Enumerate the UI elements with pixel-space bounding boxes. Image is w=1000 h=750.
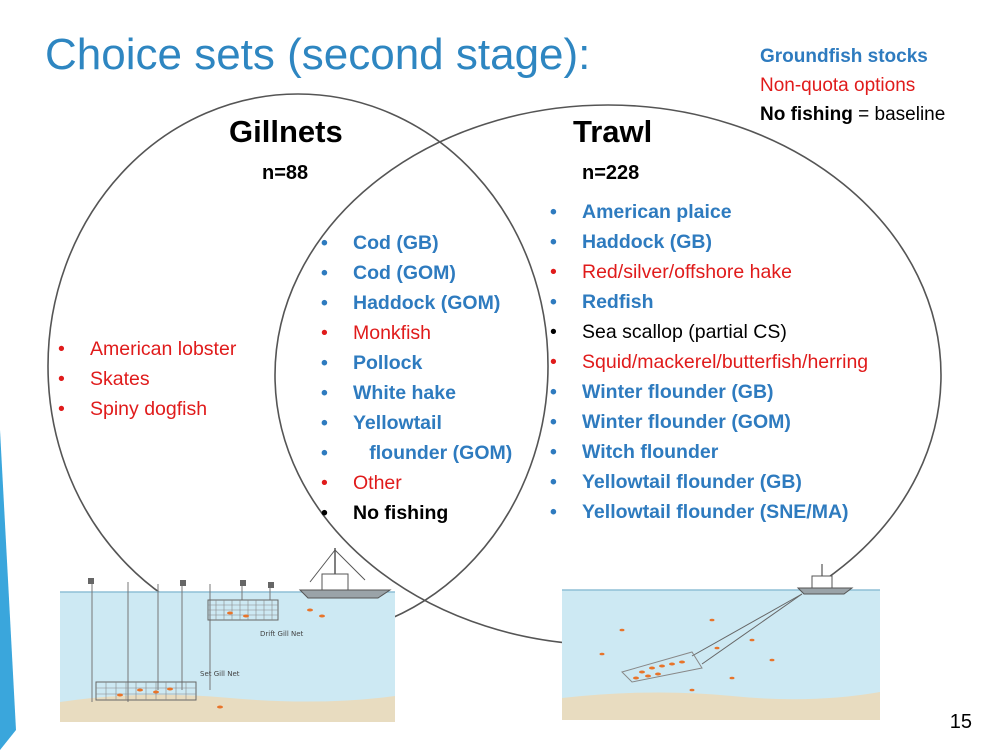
overlap-item: • Pollock [321,348,512,378]
trawl-item-text: American plaice [582,201,732,223]
color-legend: Groundfish stocks Non-quota options No f… [760,42,945,129]
set-net-label: Set Gill Net [200,670,240,678]
trawl-item-text: Haddock (GB) [582,231,713,253]
trawl-item: • Haddock (GB) [550,227,868,257]
gillnets-item-text: American lobster [90,338,237,360]
trawl-boat-icon [796,564,854,595]
gillnets-n: n=88 [262,162,309,184]
overlap-item-text: Yellowtail [353,412,442,434]
gillnets-heading: Gillnets [229,114,343,149]
bullet-icon: • [550,291,557,313]
bullet-icon: • [321,502,328,524]
trawl-item-text: Sea scallop (partial CS) [582,321,787,343]
gillnets-item: • Spiny dogfish [58,394,236,424]
bullet-icon: • [550,231,557,253]
trawl-n: n=228 [582,162,640,184]
trawl-item-text: Winter flounder (GOM) [582,411,791,433]
overlap-item-text: White hake [353,382,456,404]
bullet-icon: • [321,292,328,314]
overlap-item-text: Cod (GB) [353,232,439,254]
bullet-icon: • [321,232,328,254]
legend-groundfish: Groundfish stocks [760,46,928,67]
overlap-item: • flounder (GOM) [321,438,512,468]
trawl-item: • Yellowtail flounder (SNE/MA) [550,497,868,527]
bullet-icon: • [321,352,328,374]
trawl-heading: Trawl [573,114,653,149]
trawl-item: • American plaice [550,197,868,227]
trawl-item: • Yellowtail flounder (GB) [550,467,868,497]
bullet-icon: • [550,261,557,283]
bullet-icon: • [58,368,65,390]
trawl-item: • Sea scallop (partial CS) [550,317,868,347]
bullet-icon: • [321,382,328,404]
overlap-item-text: Cod (GOM) [353,262,456,284]
overlap-item: • Cod (GOM) [321,258,512,288]
bullet-icon: • [550,441,557,463]
trawl-item: • Winter flounder (GB) [550,377,868,407]
trawl-item: • Red/silver/offshore hake [550,257,868,287]
page-number: 15 [949,711,972,733]
overlap-item-text: Pollock [353,352,423,374]
bullet-icon: • [321,322,328,344]
bullet-icon: • [321,442,328,464]
overlap-item-text: Haddock (GOM) [353,292,501,314]
gillnets-item-text: Skates [90,368,150,390]
bullet-icon: • [550,351,557,373]
trawl-item: • Witch flounder [550,437,868,467]
trawl-item-text: Yellowtail flounder (SNE/MA) [582,501,849,523]
gillnet-illustration: Drift Gill Net Set Gill Net [60,548,395,722]
gillnets-item-text: Spiny dogfish [90,398,208,420]
gillnet-boat-icon [298,548,392,599]
bullet-icon: • [550,411,557,433]
overlap-item: • White hake [321,378,512,408]
gillnets-item: • Skates [58,364,236,394]
overlap-item: • Monkfish [321,318,512,348]
overlap-item: • Cod (GB) [321,228,512,258]
gillnets-item: • American lobster [58,334,236,364]
overlap-item-text: flounder (GOM) [353,442,513,464]
bullet-icon: • [550,201,557,223]
trawl-list: • American plaice • Haddock (GB) • Red/silver… [550,197,868,527]
trawl-illustration [562,564,880,720]
side-accent-shape [0,430,16,750]
bullet-icon: • [58,338,65,360]
overlap-item: • Yellowtail [321,408,512,438]
overlap-item-text: No fishing [353,502,449,524]
bullet-icon: • [321,472,328,494]
legend-nofishing: No fishing = baseline [760,100,945,129]
bullet-icon: • [58,398,65,420]
overlap-item: • Other [321,468,512,498]
trawl-item-text: Red/silver/offshore hake [582,261,792,283]
bullet-icon: • [550,501,557,523]
overlap-item-text: Other [353,472,402,494]
gillnets-list: • American lobster • Skates • Spiny dogfish [58,334,236,424]
bullet-icon: • [550,321,557,343]
overlap-item: • Haddock (GOM) [321,288,512,318]
overlap-item: • No fishing [321,498,512,528]
bullet-icon: • [550,381,557,403]
slide-title: Choice sets (second stage): [45,30,591,79]
trawl-item-text: Redfish [582,291,654,313]
legend-nonquota: Non-quota options [760,75,916,96]
bullet-icon: • [550,471,557,493]
bullet-icon: • [321,412,328,434]
trawl-item-text: Witch flounder [582,441,719,463]
bullet-icon: • [321,262,328,284]
overlap-list: • Cod (GB) • Cod (GOM) • Haddock (GOM) • Monkfi… [321,228,512,528]
trawl-item-text: Winter flounder (GB) [582,381,774,403]
trawl-item: • Winter flounder (GOM) [550,407,868,437]
trawl-item-text: Yellowtail flounder (GB) [582,471,802,493]
trawl-item: • Squid/mackerel/butterfish/herring [550,347,868,377]
legend-nofishing-bold: No fishing [760,104,853,125]
trawl-item: • Redfish [550,287,868,317]
legend-nofishing-rest: = baseline [852,104,946,125]
drift-net-label: Drift Gill Net [260,630,304,638]
drift-gill-net [207,599,279,621]
trawl-item-text: Squid/mackerel/butterfish/herring [582,351,869,373]
overlap-item-text: Monkfish [353,322,432,344]
